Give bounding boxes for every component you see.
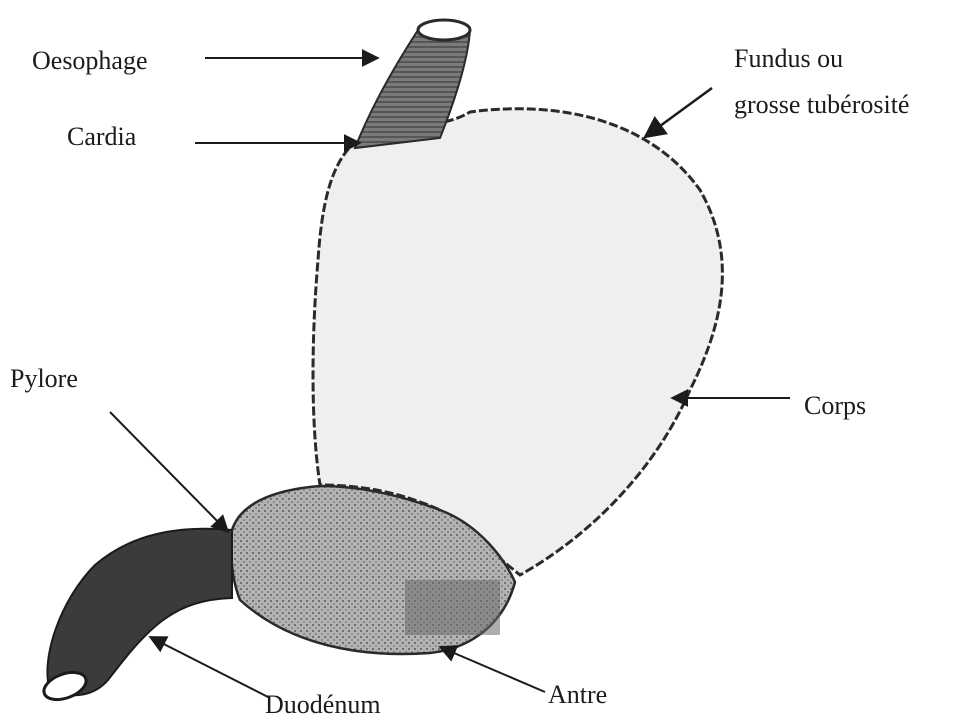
fundus-arrow: [645, 88, 712, 137]
label-fundus-line1: Fundus ou: [734, 44, 843, 74]
antre-arrow: [440, 647, 545, 692]
label-corps: Corps: [804, 391, 866, 421]
pylore-arrow: [110, 412, 228, 532]
label-duodenum: Duodénum: [265, 690, 381, 720]
label-oesophage: Oesophage: [32, 46, 148, 76]
duodenum: [47, 529, 232, 695]
label-cardia: Cardia: [67, 122, 136, 152]
label-pylore: Pylore: [10, 364, 78, 394]
antre-dark-patch: [405, 580, 500, 635]
oesophagus-opening: [418, 20, 470, 40]
label-fundus-line2: grosse tubérosité: [734, 90, 909, 120]
duodenum-arrow: [150, 637, 270, 698]
label-antre: Antre: [548, 680, 607, 710]
